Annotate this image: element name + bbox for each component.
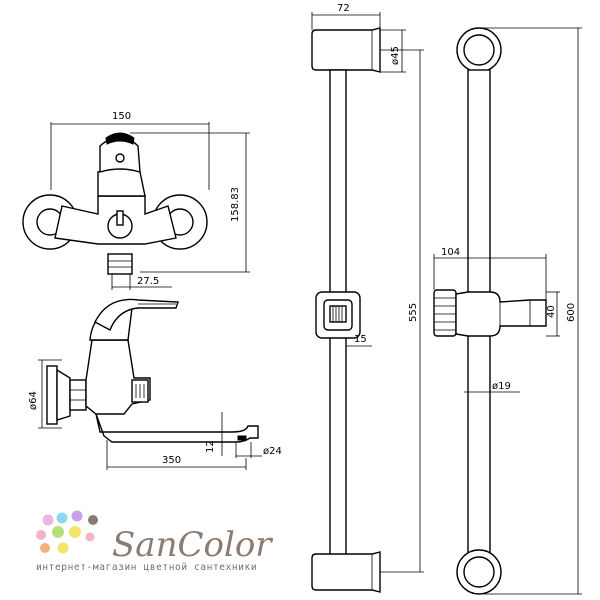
label-d19: ø19 xyxy=(492,381,511,392)
rail-side-view: 104 40 ø19 600 xyxy=(433,27,582,595)
dim-mixer-spout: 12 ø24 xyxy=(205,412,282,458)
rail-front-view: 72 ø45 15 xyxy=(311,3,424,593)
label-27-5: 27.5 xyxy=(137,276,159,287)
dim-rail-front-length: 555 xyxy=(380,49,424,573)
label-150: 150 xyxy=(112,111,131,122)
label-158-83: 158.83 xyxy=(230,187,241,222)
dim-rail-width: 72 xyxy=(311,3,381,30)
label-12: 12 xyxy=(205,440,216,453)
logo-brand-text: SanColor xyxy=(112,525,273,565)
label-d64: ø64 xyxy=(28,391,39,410)
dim-mixer-height: 158.83 xyxy=(130,132,250,273)
mixer-side-view: ø64 12 ø24 xyxy=(28,298,282,470)
dim-rail-bracket: ø45 xyxy=(380,29,406,73)
dim-mixer-diameter: ø64 xyxy=(28,359,62,429)
label-40: 40 xyxy=(546,305,557,318)
label-d24: ø24 xyxy=(263,446,282,457)
label-d45: ø45 xyxy=(390,46,401,65)
dim-mixer-length: 350 xyxy=(106,440,247,470)
label-350: 350 xyxy=(162,455,181,466)
dim-rail-bar-diameter: ø19 xyxy=(464,381,520,393)
dim-rail-holder-height: 40 xyxy=(546,291,560,337)
label-15: 15 xyxy=(354,334,367,345)
label-600: 600 xyxy=(566,303,577,322)
dim-rail-side-length: 600 xyxy=(479,27,582,595)
label-104: 104 xyxy=(441,247,460,258)
label-555: 555 xyxy=(408,303,419,322)
sancolor-logo: SanColor интернет-магазин цветной сантех… xyxy=(36,510,273,573)
dim-rail-slider: 15 xyxy=(346,334,372,347)
logo-dots xyxy=(36,510,98,554)
logo-tagline: интернет-магазин цветной сантехники xyxy=(36,562,257,573)
label-72: 72 xyxy=(337,3,350,14)
mixer-top-view: 150 158.83 27.5 xyxy=(22,111,250,290)
